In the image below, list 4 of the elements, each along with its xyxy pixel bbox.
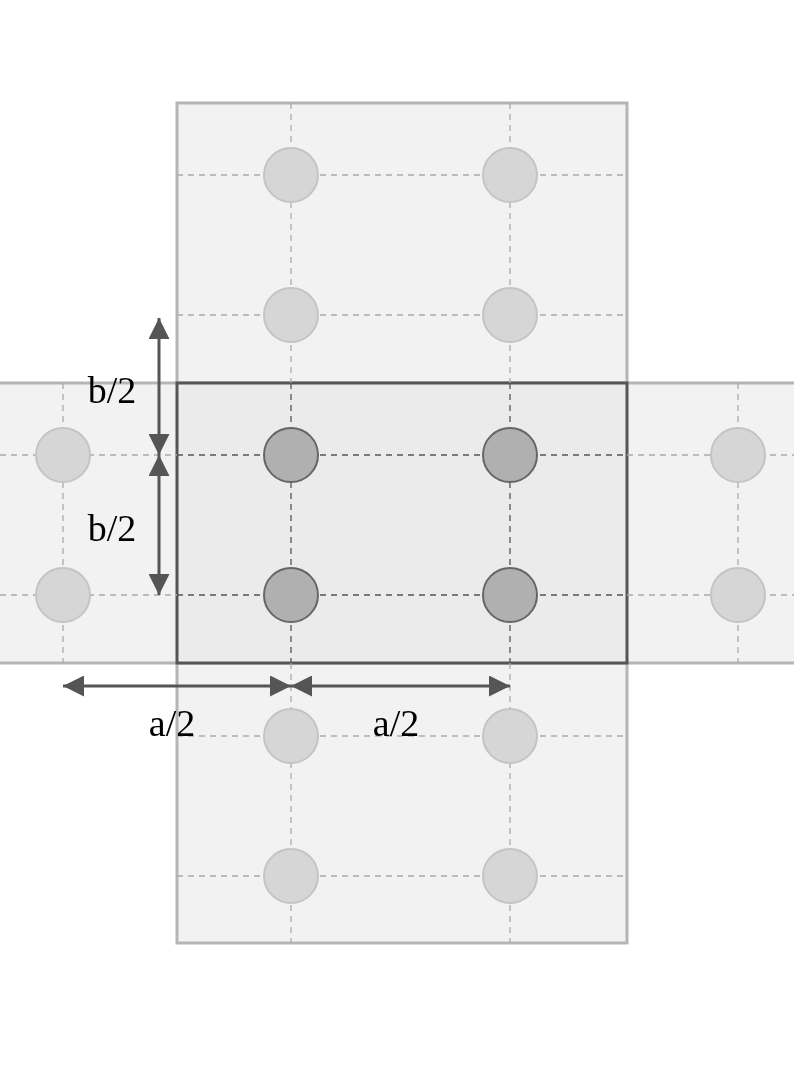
dimension-label: a/2 [147,701,197,746]
dimension-label: b/2 [86,368,138,413]
dimension-label: b/2 [86,506,138,551]
dimension-label: a/2 [371,701,421,746]
